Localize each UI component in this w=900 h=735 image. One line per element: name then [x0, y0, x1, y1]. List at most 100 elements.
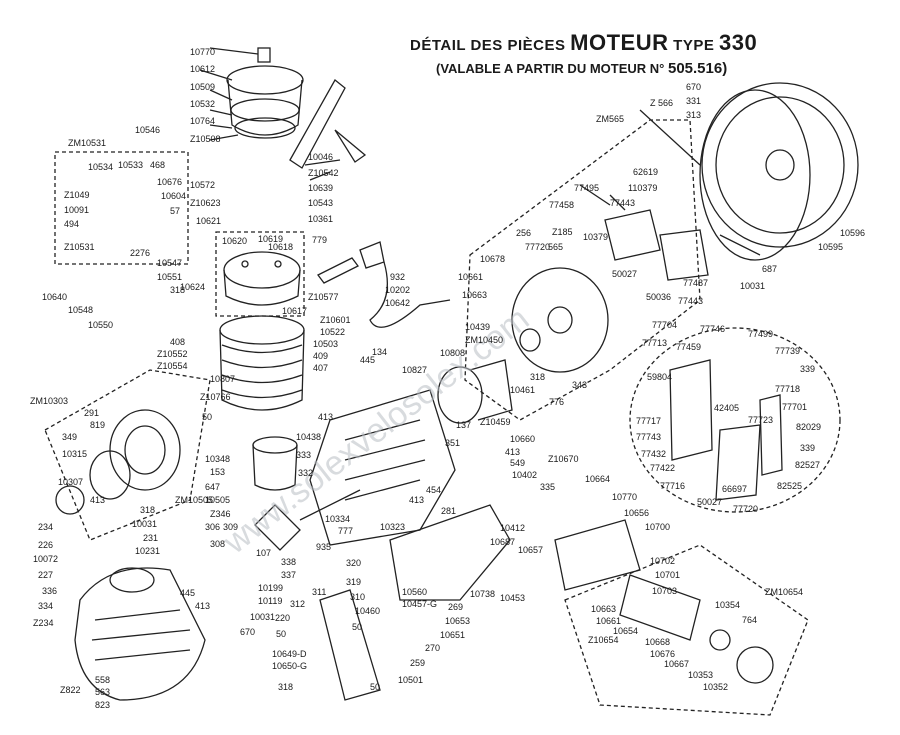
- part-number-label: 82527: [795, 460, 820, 470]
- part-number-label: 10770: [190, 47, 215, 57]
- ignition-coil: [604, 209, 709, 281]
- part-number-label: 10619: [258, 234, 283, 244]
- part-number-label: 10453: [500, 593, 525, 603]
- part-number-label: 779: [312, 235, 327, 245]
- part-number-label: 77739: [775, 346, 800, 356]
- part-number-label: 10503: [313, 339, 338, 349]
- title-type-number: 330: [719, 30, 758, 55]
- part-number-label: 10543: [308, 198, 333, 208]
- part-number-label: Z346: [210, 509, 231, 519]
- part-number-label: 687: [762, 264, 777, 274]
- part-number-label: Z10554: [157, 361, 188, 371]
- part-number-label: Z10459: [480, 417, 511, 427]
- part-number-label: 306: [205, 522, 220, 532]
- part-number-label: 10668: [645, 637, 670, 647]
- part-number-label: 77432: [641, 449, 666, 459]
- part-number-label: 310: [350, 592, 365, 602]
- part-number-label: 256: [516, 228, 531, 238]
- part-number-label: 10621: [196, 216, 221, 226]
- part-number-label: 77713: [642, 338, 667, 348]
- part-number-label: 10501: [398, 675, 423, 685]
- part-number-label: 454: [426, 485, 441, 495]
- part-number-label: 50027: [697, 497, 722, 507]
- regulator-parts: [669, 359, 783, 501]
- part-number-label: 77458: [549, 200, 574, 210]
- part-number-label: 10700: [645, 522, 670, 532]
- part-number-label: 339: [800, 443, 815, 453]
- part-number-label: 50: [370, 682, 380, 692]
- part-number-label: 77701: [782, 402, 807, 412]
- part-number-label: 10091: [64, 205, 89, 215]
- part-number-label: 413: [409, 495, 424, 505]
- exhaust-arm: [289, 79, 346, 169]
- ht-lead: [369, 261, 451, 328]
- part-number-label: 308: [210, 539, 225, 549]
- part-number-label: 333: [296, 450, 311, 460]
- part-number-label: 110379: [628, 183, 657, 193]
- part-number-label: 10533: [118, 160, 143, 170]
- part-number-label: Z10508: [190, 134, 221, 144]
- part-number-label: 10522: [320, 327, 345, 337]
- part-number-label: 565: [548, 242, 563, 252]
- part-number-label: 10808: [440, 348, 465, 358]
- part-number-label: 413: [505, 447, 520, 457]
- part-number-label: 62619: [633, 167, 658, 177]
- part-number-label: 670: [240, 627, 255, 637]
- part-number-label: 10827: [402, 365, 427, 375]
- part-number-label: 10031: [740, 281, 765, 291]
- part-number-label: 82029: [796, 422, 821, 432]
- part-number-label: 413: [195, 601, 210, 611]
- part-number-label: 10046: [308, 152, 333, 162]
- part-number-label: 10550: [88, 320, 113, 330]
- part-number-label: 10612: [190, 64, 215, 74]
- part-number-label: 77443: [678, 296, 703, 306]
- part-number-label: 77495: [574, 183, 599, 193]
- part-number-label: 77717: [636, 416, 661, 426]
- part-number-label: 10663: [591, 604, 616, 614]
- title-type-label: TYPE: [673, 37, 715, 54]
- part-number-label: 10439: [465, 322, 490, 332]
- part-number-label: 57: [170, 206, 180, 216]
- part-number-label: 558: [95, 675, 110, 685]
- part-number-label: 10354: [715, 600, 740, 610]
- part-number-label: 10657: [518, 545, 543, 555]
- part-number-label: 50: [352, 622, 362, 632]
- part-number-label: 231: [143, 533, 158, 543]
- part-number-label: 334: [38, 601, 53, 611]
- part-number-label: 413: [90, 495, 105, 505]
- part-number-label: 50036: [646, 292, 671, 302]
- part-number-label: 77720: [733, 504, 758, 514]
- part-number-label: 10119: [258, 596, 282, 606]
- part-number-label: Z10531: [64, 242, 95, 252]
- part-number-label: 153: [210, 467, 225, 477]
- part-number-label: 10660: [510, 434, 535, 444]
- part-number-label: 77746: [700, 324, 725, 334]
- magneto-group-outline: [464, 119, 701, 421]
- part-number-label: 10438: [296, 432, 321, 442]
- title-prefix: DÉTAIL DES PIÈCES: [410, 37, 566, 54]
- part-number-label: 339: [800, 364, 815, 374]
- part-number-label: 563: [95, 687, 110, 697]
- part-number-label: 107: [256, 548, 271, 558]
- part-number-label: 320: [346, 558, 361, 568]
- tank-cap: [55, 485, 85, 515]
- part-number-label: 777: [338, 526, 353, 536]
- part-number-label: 10307: [58, 477, 83, 487]
- part-number-label: 10402: [512, 470, 537, 480]
- part-number-label: 311: [312, 587, 326, 597]
- part-number-label: 332: [298, 468, 313, 478]
- part-number-label: 10348: [205, 454, 230, 464]
- part-number-label: 647: [205, 482, 220, 492]
- part-number-label: 10412: [500, 523, 525, 533]
- part-number-label: 226: [38, 540, 53, 550]
- part-number-label: 312: [290, 599, 305, 609]
- part-number-label: 10617: [282, 306, 307, 316]
- part-number-label: 10202: [385, 285, 410, 295]
- part-number-label: 10654: [613, 626, 638, 636]
- part-number-label: 10315: [62, 449, 87, 459]
- page-title: DÉTAIL DES PIÈCES MOTEUR TYPE 330: [410, 30, 757, 56]
- part-number-label: 10624: [180, 282, 205, 292]
- part-number-label: 77422: [650, 463, 675, 473]
- part-number-label: 10639: [308, 183, 333, 193]
